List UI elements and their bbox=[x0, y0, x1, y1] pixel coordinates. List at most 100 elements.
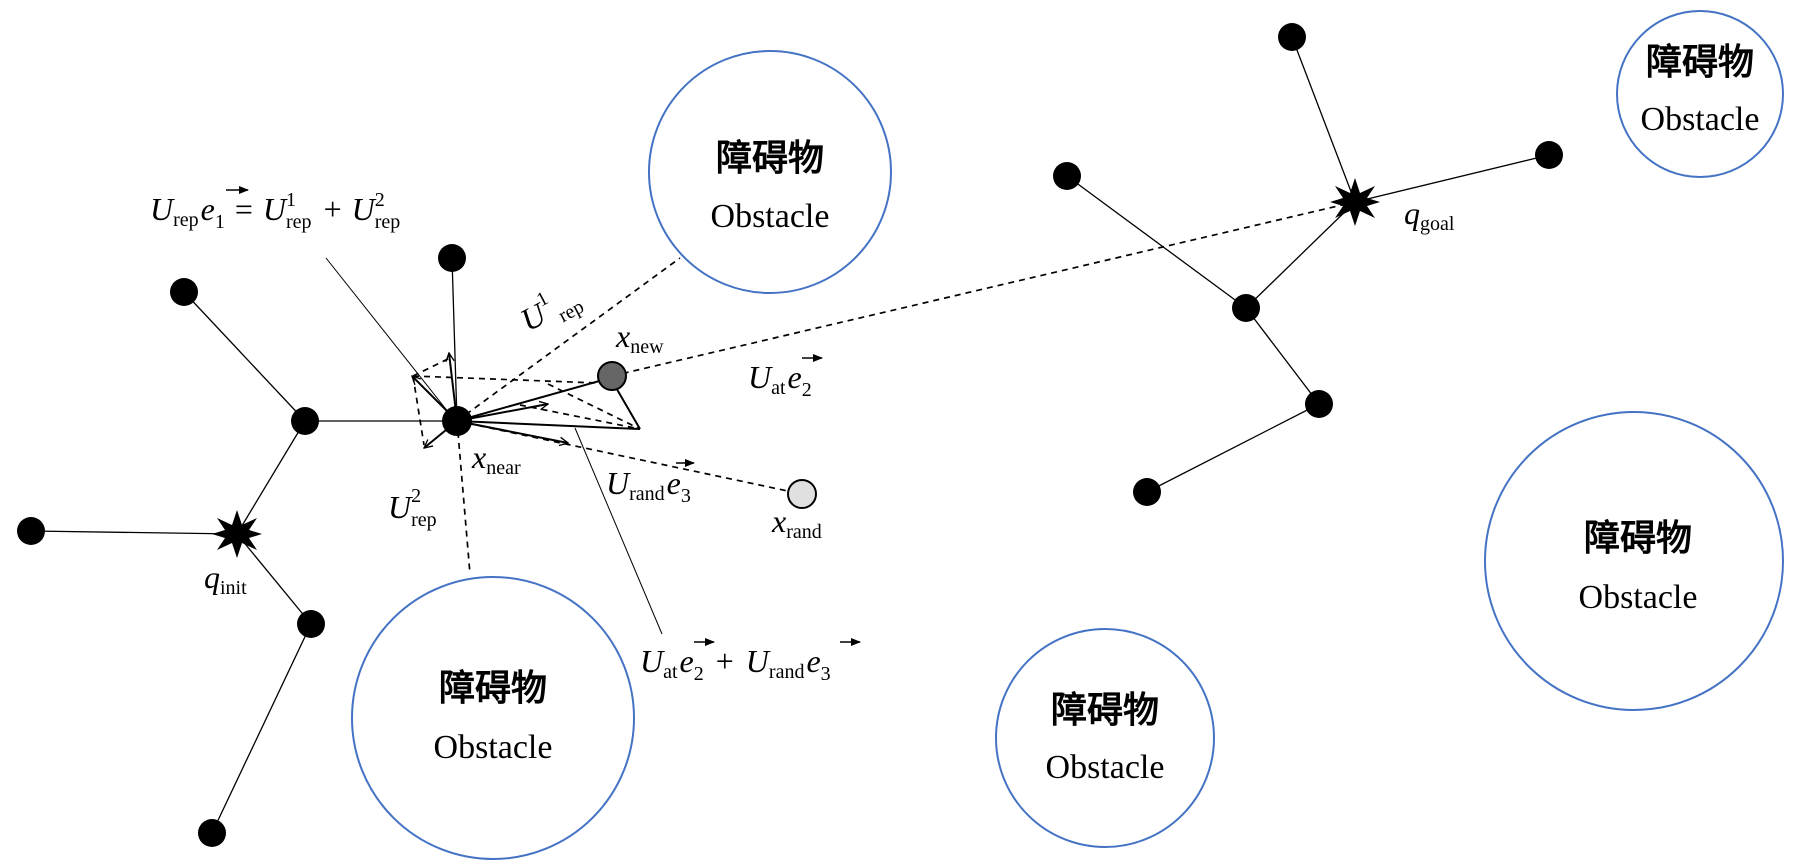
tree-edge bbox=[1245, 201, 1356, 309]
tree-node bbox=[198, 819, 226, 847]
tree-node bbox=[291, 407, 319, 435]
obstacle-bottom-center: 障碍物 Obstacle bbox=[995, 628, 1215, 848]
obstacle-circle bbox=[995, 628, 1215, 848]
sub-1: 1 bbox=[215, 211, 225, 233]
sub-rep: rep bbox=[286, 211, 312, 233]
sub-3: 3 bbox=[821, 663, 831, 685]
arrow-rand bbox=[456, 420, 568, 443]
tree-node bbox=[1278, 23, 1306, 51]
sub-goal: goal bbox=[1420, 213, 1455, 235]
sym-u: U bbox=[150, 191, 175, 227]
obstacle-label-zh: 障碍物 bbox=[1584, 517, 1692, 559]
tree-node bbox=[170, 278, 198, 306]
tree-node bbox=[17, 517, 45, 545]
x-rand-node bbox=[787, 479, 817, 509]
sub-near: near bbox=[486, 457, 521, 479]
sym-q: q bbox=[1404, 195, 1420, 231]
obstacle-label-zh: 障碍物 bbox=[1646, 41, 1754, 83]
q-init-star bbox=[212, 510, 262, 558]
tree-node bbox=[438, 244, 466, 272]
tree-node bbox=[1133, 478, 1161, 506]
tree-edge bbox=[236, 533, 312, 625]
tree-node bbox=[1053, 162, 1081, 190]
tree-edge bbox=[1291, 36, 1356, 203]
label-u-at-e2: Uate2 bbox=[748, 354, 823, 401]
obstacle-top-right: 障碍物 Obstacle bbox=[1616, 10, 1784, 178]
sym-u: U bbox=[640, 643, 665, 679]
tree-node bbox=[297, 610, 325, 638]
sym-u: U bbox=[352, 191, 377, 227]
sym-u: U bbox=[263, 191, 288, 227]
sub-rand: rand bbox=[769, 661, 805, 683]
sym-u: U bbox=[606, 465, 631, 501]
x-near-node bbox=[442, 406, 472, 436]
x-new-node bbox=[597, 361, 627, 391]
sub-rand: rand bbox=[629, 483, 665, 505]
leader-line-rep-sum bbox=[325, 257, 450, 414]
obstacle-circle bbox=[1484, 411, 1784, 711]
obstacle-label-en: Obstacle bbox=[1046, 749, 1165, 786]
obstacle-circle bbox=[351, 576, 635, 860]
obstacle-label-en: Obstacle bbox=[711, 198, 830, 235]
tree-edges bbox=[30, 36, 1550, 834]
leader-lines bbox=[325, 257, 663, 635]
dashed-rep1 bbox=[456, 257, 681, 422]
arrow-sum bbox=[456, 420, 641, 430]
obstacle-label-en: Obstacle bbox=[1579, 579, 1698, 616]
sup-2: 2 bbox=[375, 189, 385, 211]
obstacle-top: 障碍物 Obstacle bbox=[648, 50, 892, 294]
svg-text:Uate2+Urande3: Uate2+Urande3 bbox=[640, 643, 831, 685]
obstacle-label-en: Obstacle bbox=[1641, 101, 1760, 138]
leader-line-at-rand-sum bbox=[574, 427, 663, 635]
tree-edge bbox=[1245, 307, 1320, 405]
sub-3: 3 bbox=[681, 485, 691, 507]
tree-nodes bbox=[17, 23, 1563, 847]
sym-e: e bbox=[680, 643, 694, 679]
sup-2: 2 bbox=[411, 485, 421, 507]
sub-rep: rep bbox=[411, 509, 437, 531]
svg-text:Uate2: Uate2 bbox=[748, 359, 812, 401]
obstacle-label-zh: 障碍物 bbox=[1051, 689, 1159, 731]
sym-plus: + bbox=[716, 643, 734, 679]
label-sum-at-rand: Uate2+Urande3 bbox=[640, 638, 861, 685]
sym-x: x bbox=[615, 318, 630, 354]
sym-u: U bbox=[748, 359, 773, 395]
label-q-init: qinit bbox=[204, 559, 247, 599]
tree-node bbox=[1232, 294, 1260, 322]
sym-eq: = bbox=[235, 191, 253, 227]
tree-edge bbox=[183, 291, 306, 422]
obstacle-label-en: Obstacle bbox=[434, 729, 553, 766]
sym-x: x bbox=[471, 439, 486, 475]
dashed-vectors bbox=[412, 201, 1356, 575]
obstacle-circle bbox=[648, 50, 892, 294]
sym-u: U bbox=[746, 643, 771, 679]
sym-e: e bbox=[667, 465, 681, 501]
sub-init: init bbox=[220, 577, 247, 599]
label-x-new: xnew bbox=[615, 318, 664, 358]
dashed-parallelogram bbox=[412, 375, 599, 384]
arrow-at bbox=[456, 404, 548, 422]
sub-rep: rep bbox=[173, 209, 199, 231]
tree-edge bbox=[30, 530, 238, 535]
sub-rep: rep bbox=[375, 211, 401, 233]
sub-at: at bbox=[663, 661, 678, 683]
arrow-result bbox=[456, 378, 610, 422]
sub-rand: rand bbox=[786, 521, 822, 543]
sym-e: e bbox=[201, 191, 215, 227]
sym-e: e bbox=[806, 643, 820, 679]
obstacle-bottom-left: 障碍物 Obstacle bbox=[351, 576, 635, 860]
label-q-goal: qgoal bbox=[1404, 195, 1455, 235]
tree-edge bbox=[211, 623, 312, 834]
sup-1: 1 bbox=[286, 189, 296, 211]
sym-e: e bbox=[788, 359, 802, 395]
sym-x: x bbox=[771, 503, 786, 539]
sub-at: at bbox=[771, 377, 786, 399]
tree-edge bbox=[451, 257, 458, 422]
obstacle-label-zh: 障碍物 bbox=[439, 667, 547, 709]
svg-text:Urande3: Urande3 bbox=[606, 465, 691, 507]
dashed-parallelogram bbox=[519, 404, 641, 430]
